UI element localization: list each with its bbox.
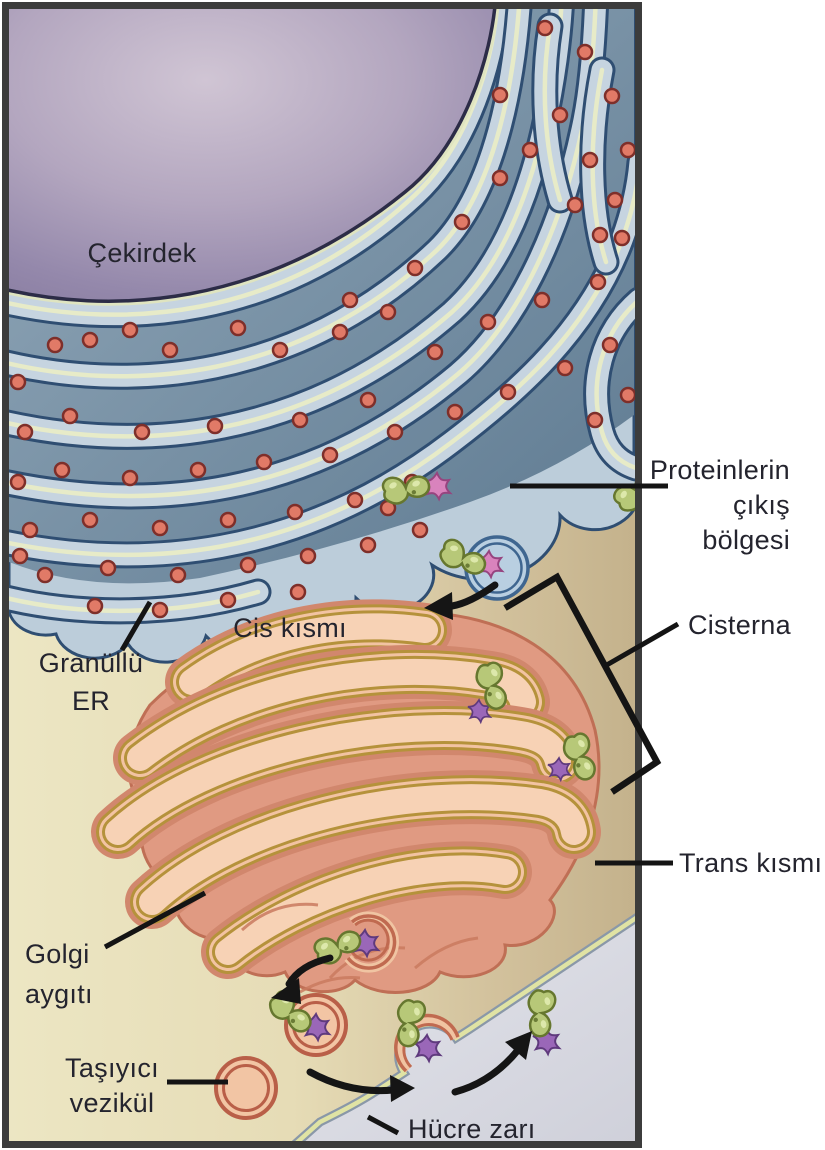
ribosome [21, 521, 39, 539]
ribosome [601, 336, 619, 354]
ribosome [219, 511, 237, 529]
ribosome [81, 331, 99, 349]
label-golgi-1: Golgi [25, 939, 90, 969]
label-cis-face: Cis kısmı [233, 613, 347, 643]
ribosome [99, 559, 117, 577]
label-cisterna: Cisterna [688, 610, 792, 640]
ribosome [581, 151, 599, 169]
label-transport-vesicle-2: vezikül [70, 1088, 155, 1118]
ribosome [36, 566, 54, 584]
ribosome [121, 321, 139, 339]
ribosome [499, 383, 517, 401]
ribosome [255, 453, 273, 471]
label-protein-exit-3: bölgesi [702, 525, 790, 555]
ribosome [86, 597, 104, 615]
ribosome [619, 386, 635, 404]
label-protein-exit-2: çıkış [733, 490, 790, 520]
ribosome [536, 19, 554, 37]
ribosome [189, 461, 207, 479]
ribosome [521, 141, 539, 159]
ribosome [453, 213, 471, 231]
ribosome [406, 259, 424, 277]
ribosome [331, 323, 349, 341]
label-layer: Çekirdek Granüllü ER Cis kısmı Proteinle… [25, 238, 822, 1144]
label-nucleus: Çekirdek [88, 238, 197, 268]
ribosome [479, 313, 497, 331]
ribosome [603, 87, 621, 105]
ribosome [46, 336, 64, 354]
ribosome [271, 341, 289, 359]
budding-vesicle [344, 911, 400, 973]
pointer-cell-membrane [366, 1114, 400, 1136]
label-protein-exit-1: Proteinlerin [650, 455, 790, 485]
ribosome [346, 491, 364, 509]
label-golgi-2: aygıtı [25, 979, 93, 1009]
transport-arrows [271, 581, 532, 1102]
cisterna-bracket [503, 572, 662, 795]
ribosome [321, 446, 339, 464]
label-rough-er-2: ER [72, 686, 110, 716]
label-transport-vesicle-1: Taşıyıcı [65, 1053, 159, 1083]
pointer-golgi [103, 890, 207, 950]
ribosome [359, 391, 377, 409]
ribosome [299, 547, 317, 565]
ribosome [491, 86, 509, 104]
ribosome [11, 547, 29, 565]
transport-vesicle [214, 1056, 278, 1120]
ribosome [16, 423, 34, 441]
ribosome [169, 566, 187, 584]
ribosome [533, 291, 551, 309]
ribosome [161, 341, 179, 359]
ribosome [81, 511, 99, 529]
ribosome [239, 556, 257, 574]
ribosome [386, 423, 404, 441]
ribosome [121, 469, 139, 487]
ribosome [61, 407, 79, 425]
ribosome [219, 591, 237, 609]
ribosome [229, 319, 247, 337]
ribosome [151, 601, 169, 619]
ribosome [341, 291, 359, 309]
ribosome [446, 403, 464, 421]
ribosome [379, 303, 397, 321]
ribosome [286, 503, 304, 521]
ribosome [133, 423, 151, 441]
ribosome [9, 473, 27, 491]
ribosome [289, 583, 307, 601]
ribosome [619, 141, 635, 159]
ribosome [426, 343, 444, 361]
pointer-cisterna [603, 621, 680, 669]
ribosome [576, 43, 594, 61]
label-trans-face: Trans kısmı [679, 848, 822, 878]
ribosome [411, 521, 429, 539]
label-rough-er-1: Granüllü [39, 648, 143, 678]
ribosome [566, 196, 584, 214]
ribosome [589, 273, 607, 291]
ribosome [551, 106, 569, 124]
ribosome [606, 191, 624, 209]
pointer-granullu-er [119, 600, 153, 652]
ribosome [291, 411, 309, 429]
ribosome [591, 226, 609, 244]
ribosome [53, 461, 71, 479]
ribosome [586, 411, 604, 429]
ribosome [151, 519, 169, 537]
ribosome [613, 229, 631, 247]
golgi-cisternae [91, 599, 601, 979]
ribosome [9, 373, 27, 391]
cell-exterior [297, 918, 635, 1142]
ribosome [206, 417, 224, 435]
diagram-border [2, 2, 642, 1148]
ribosome [556, 359, 574, 377]
ribosome [359, 536, 377, 554]
label-cell-membrane: Hücre zarı [408, 1114, 536, 1144]
ribosome [491, 169, 509, 187]
nucleus [9, 9, 500, 306]
